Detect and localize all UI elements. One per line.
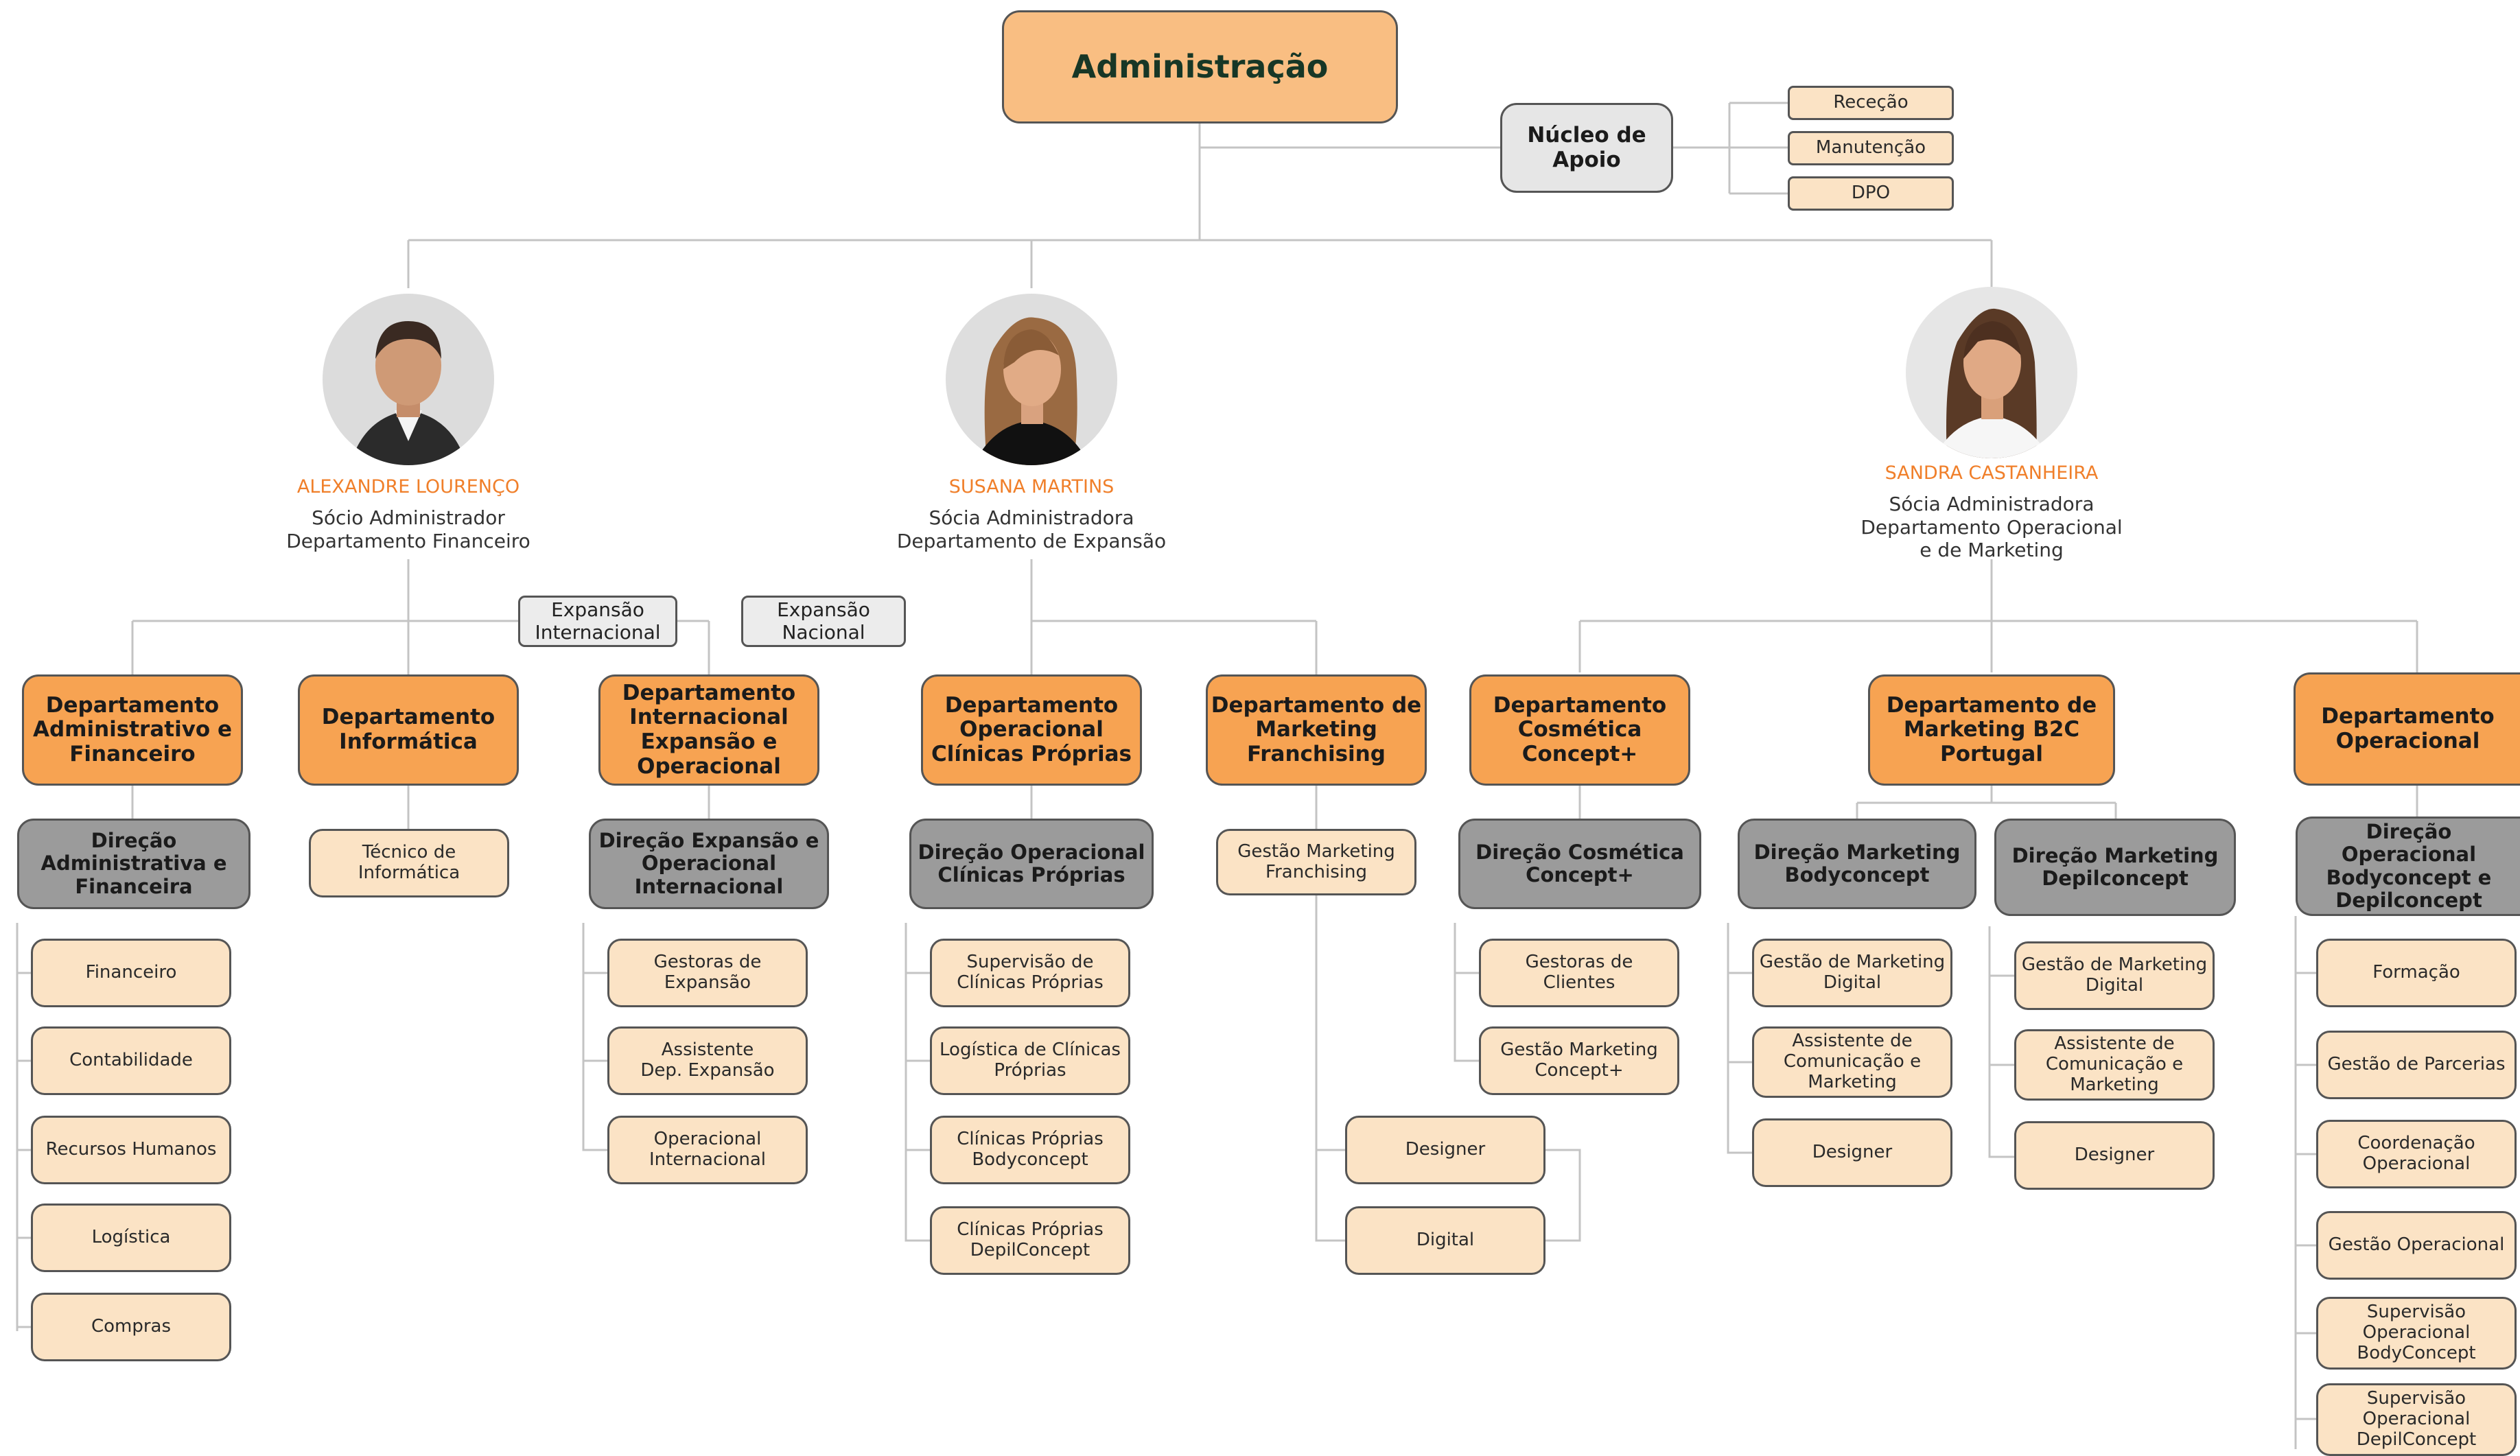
item-clinicas-depilconcept: Clínicas Próprias DepilConcept [930,1206,1130,1275]
dpo-node: DPO [1788,176,1954,211]
dir-administrativa-financeira: Direção Administrativa e Financeira [17,819,250,909]
item-formacao: Formação [2316,939,2517,1007]
dept-marketing-b2c-portugal: Departamento de Marketing B2C Portugal [1868,674,2115,786]
dir-expansao-operacional-internacional: Direção Expansão e Operacional Internaci… [589,819,829,909]
item-gestao-marketing-franchising: Gestão Marketing Franchising [1216,829,1416,895]
item-clinicas-bodyconcept: Clínicas Próprias Bodyconcept [930,1116,1130,1184]
item-bodyconcept-gestao-marketing-digital: Gestão de Marketing Digital [1752,939,1952,1007]
item-contabilidade: Contabilidade [31,1026,231,1095]
item-depilconcept-assistente-comunicacao: Assistente de Comunicação e Marketing [2014,1029,2215,1101]
item-coordenacao-operacional: Coordenação Operacional [2316,1120,2517,1188]
tag-expansao-nacional: Expansão Nacional [741,596,906,647]
administracao-node: Administração [1002,10,1398,124]
item-logistica: Logística [31,1203,231,1272]
dir-marketing-depilconcept: Direção Marketing Depilconcept [1994,819,2236,916]
avatar-susana [946,294,1117,465]
avatar-sandra [1906,287,2077,458]
dept-operacional-clinicas-proprias: Departamento Operacional Clínicas Própri… [921,674,1142,786]
item-compras: Compras [31,1293,231,1361]
person-role-susana: Sócia Administradora Departamento de Exp… [896,506,1167,552]
tag-expansao-internacional: Expansão Internacional [518,596,677,647]
item-gestoras-clientes: Gestoras de Clientes [1479,939,1679,1007]
item-assistente-dep-expansao: Assistente Dep. Expansão [607,1026,808,1095]
item-bodyconcept-assistente-comunicacao: Assistente de Comunicação e Marketing [1752,1026,1952,1098]
nucleo-de-apoio-node: Núcleo de Apoio [1500,103,1673,193]
item-digital-shared: Digital [1345,1206,1545,1275]
dept-informatica: Departamento Informática [298,674,519,786]
dir-marketing-bodyconcept: Direção Marketing Bodyconcept [1738,819,1976,909]
item-logistica-clinicas: Logística de Clínicas Próprias [930,1026,1130,1095]
item-operacional-internacional: Operacional Internacional [607,1116,808,1184]
dept-operacional: Departamento Operacional [2294,672,2520,786]
item-financeiro: Financeiro [31,939,231,1007]
rececao-node: Receção [1788,86,1954,120]
item-supervisao-operacional-bodyconcept: Supervisão Operacional BodyConcept [2316,1297,2517,1370]
item-recursos-humanos: Recursos Humanos [31,1116,231,1184]
person-role-alexandre: Sócio Administrador Departamento Finance… [286,506,530,552]
item-bodyconcept-designer: Designer [1752,1118,1952,1187]
item-supervisao-clinicas: Supervisão de Clínicas Próprias [930,939,1130,1007]
dept-internacional-expansao: Departamento Internacional Expansão e Op… [598,674,819,786]
manutencao-node: Manutenção [1788,131,1954,165]
item-gestao-operacional: Gestão Operacional [2316,1211,2517,1280]
dir-operacional-bodyconcept-depilconcept: Direção Operacional Bodyconcept e Depilc… [2296,817,2520,916]
dept-marketing-franchising: Departamento de Marketing Franchising [1206,674,1427,786]
person-name-susana: SUSANA MARTINS [948,476,1115,497]
item-designer-shared: Designer [1345,1116,1545,1184]
dept-cosmetica-concept: Departamento Cosmética Concept+ [1469,674,1690,786]
dir-operacional-clinicas-proprias: Direção Operacional Clínicas Próprias [909,819,1154,909]
dept-administrativo-financeiro: Departamento Administrativo e Financeiro [22,674,243,786]
item-depilconcept-gestao-marketing-digital: Gestão de Marketing Digital [2014,941,2215,1010]
item-gestao-marketing-concept: Gestão Marketing Concept+ [1479,1026,1679,1095]
item-supervisao-operacional-depilconcept: Supervisão Operacional DepilConcept [2316,1383,2517,1456]
item-gestoras-expansao: Gestoras de Expansão [607,939,808,1007]
item-gestao-parcerias: Gestão de Parcerias [2316,1031,2517,1099]
item-depilconcept-designer: Designer [2014,1121,2215,1190]
item-tecnico-informatica: Técnico de Informática [309,829,509,897]
person-name-sandra: SANDRA CASTANHEIRA [1885,462,2099,484]
dir-cosmetica-concept: Direção Cosmética Concept+ [1458,819,1701,909]
person-name-alexandre: ALEXANDRE LOURENÇO [296,476,520,497]
person-role-sandra: Sócia Administradora Departamento Operac… [1860,493,2123,562]
avatar-alexandre [323,294,494,465]
